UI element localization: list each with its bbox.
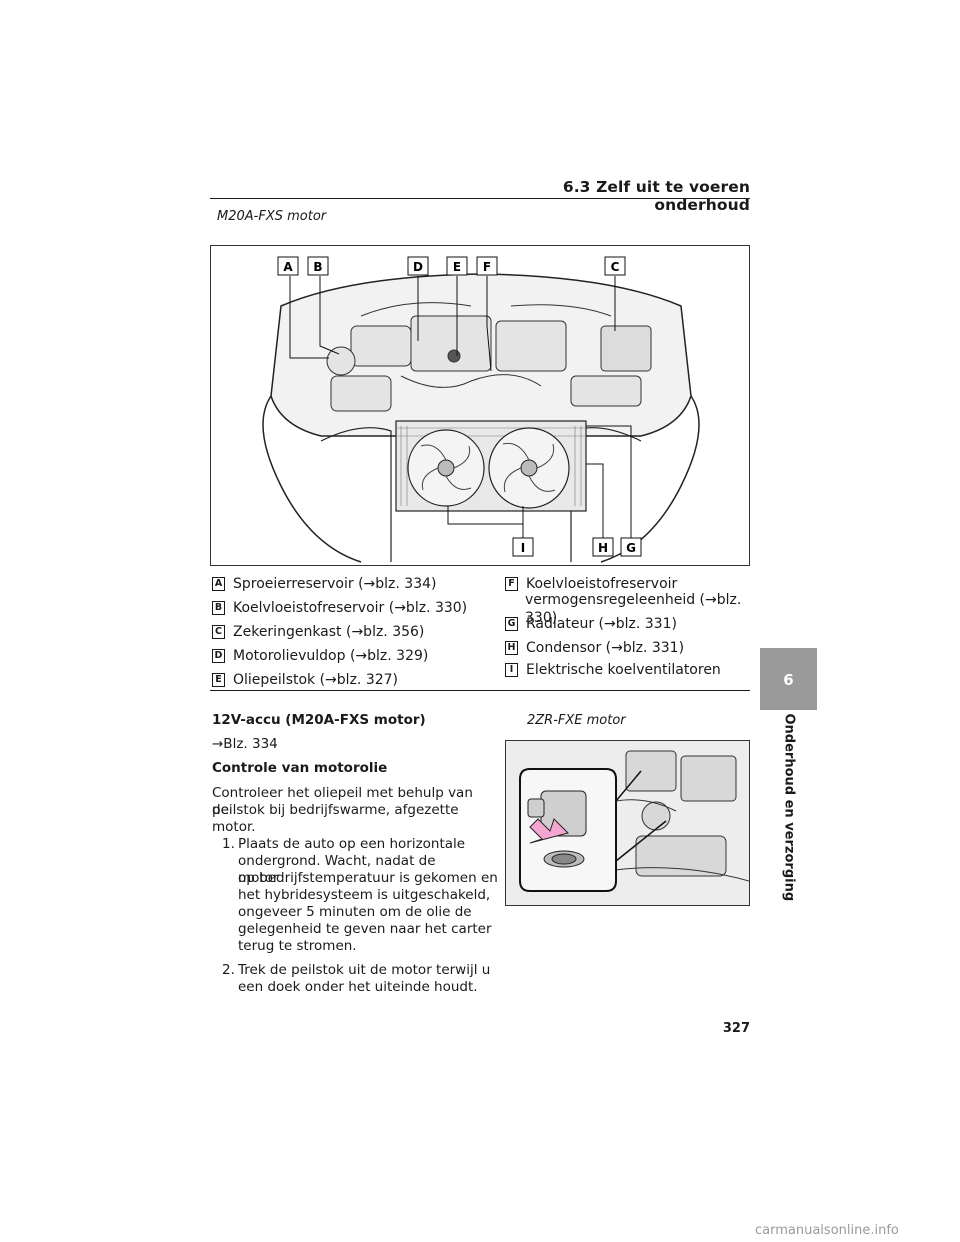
label-a: A bbox=[283, 260, 293, 274]
header-rule bbox=[210, 198, 750, 199]
label-d: D bbox=[413, 260, 423, 274]
label-f: F bbox=[483, 260, 491, 274]
engine-figure: A B D E F C I H G bbox=[210, 245, 750, 566]
legend-text: Radiateur (→blz. 331) bbox=[526, 616, 677, 632]
label-i: I bbox=[521, 541, 525, 555]
legend-badge: A bbox=[212, 577, 225, 591]
intro-line: Controleer het oliepeil met behulp van d… bbox=[212, 785, 473, 818]
chapter-title-vertical: Onderhoud en verzorging bbox=[779, 713, 799, 902]
intro-line: peilstok bij bedrijfswarme, afgezette bbox=[212, 802, 459, 818]
intro-line: motor. bbox=[212, 819, 256, 835]
step-line: op bedrijfstemperatuur is gekomen en bbox=[238, 870, 498, 886]
legend-text: Motorolievuldop (→blz. 329) bbox=[233, 648, 429, 664]
legend-item: G Radiateur (→blz. 331) bbox=[505, 615, 677, 633]
legend-item: D Motorolievuldop (→blz. 329) bbox=[212, 647, 428, 665]
section-header: 6.3 Zelf uit te voeren onderhoud bbox=[562, 178, 750, 214]
legend-item-continued: vermogensregeleenheid (→blz. 330) bbox=[525, 591, 755, 627]
label-h: H bbox=[598, 541, 608, 555]
legend-item: C Zekeringenkast (→blz. 356) bbox=[212, 623, 424, 641]
legend-item: B Koelvloeistofreservoir (→blz. 330) bbox=[212, 599, 467, 617]
step-line: ongeveer 5 minuten om de olie de bbox=[238, 904, 472, 920]
step-number: 2. bbox=[222, 962, 235, 978]
legend-text: Oliepeilstok (→blz. 327) bbox=[233, 672, 398, 688]
legend-badge: B bbox=[212, 601, 225, 615]
step-line: Trek de peilstok uit de motor terwijl u bbox=[238, 962, 491, 978]
legend-text: Elektrische koelventilatoren bbox=[526, 662, 721, 678]
legend-text: Koelvloeistofreservoir bbox=[526, 576, 678, 592]
label-b: B bbox=[313, 260, 322, 274]
legend-badge: G bbox=[505, 617, 518, 631]
figure-caption-small: 2ZR-FXE motor bbox=[527, 713, 626, 728]
legend-text: Zekeringenkast (→blz. 356) bbox=[233, 624, 425, 640]
dipstick-figure bbox=[505, 740, 750, 906]
label-e: E bbox=[453, 260, 461, 274]
legend-badge: E bbox=[212, 673, 225, 687]
legend-badge: H bbox=[505, 641, 518, 655]
legend-item: I Elektrische koelventilatoren bbox=[505, 661, 721, 679]
step-line: terug te stromen. bbox=[238, 938, 357, 954]
label-c: C bbox=[611, 260, 620, 274]
chapter-number: 6 bbox=[783, 671, 794, 689]
legend-text: vermogensregeleenheid (→blz. 330) bbox=[525, 592, 742, 626]
legend-text: Sproeierreservoir (→blz. 334) bbox=[233, 576, 437, 592]
legend-badge: C bbox=[212, 625, 225, 639]
legend-badge: I bbox=[505, 663, 518, 677]
legend-item: E Oliepeilstok (→blz. 327) bbox=[212, 671, 398, 689]
legend-text: Condensor (→blz. 331) bbox=[526, 640, 685, 656]
label-g: G bbox=[626, 541, 636, 555]
legend-item: H Condensor (→blz. 331) bbox=[505, 639, 684, 657]
legend-badge: D bbox=[212, 649, 225, 663]
step-line: ondergrond. Wacht, nadat de motor bbox=[238, 853, 436, 886]
step-line: het hybridesysteem is uitgeschakeld, bbox=[238, 887, 491, 903]
page-reference: →Blz. 334 bbox=[212, 736, 278, 752]
legend-item: F Koelvloeistofreservoir bbox=[505, 575, 677, 593]
heading-12v-accu: 12V-accu (M20A-FXS motor) bbox=[212, 712, 426, 728]
legend-text: Koelvloeistofreservoir (→blz. 330) bbox=[233, 600, 468, 616]
page-number: 327 bbox=[722, 1021, 750, 1036]
watermark: carmanualsonline.info bbox=[755, 1223, 899, 1238]
step-line: Plaats de auto op een horizontale bbox=[238, 836, 466, 852]
step-2: 2. Trek de peilstok uit de motor terwijl… bbox=[212, 962, 490, 1002]
figure-caption-top: M20A-FXS motor bbox=[217, 209, 327, 224]
step-1: 1. Plaats de auto op een horizontale ond… bbox=[212, 836, 498, 961]
legend-badge: F bbox=[505, 577, 518, 591]
chapter-tab[interactable] bbox=[760, 648, 817, 710]
chapter-title: Onderhoud en verzorging bbox=[781, 713, 797, 902]
legend-item: A Sproeierreservoir (→blz. 334) bbox=[212, 575, 437, 593]
heading-motorolie: Controle van motorolie bbox=[212, 760, 388, 776]
step-line: gelegenheid te geven naar het carter bbox=[238, 921, 492, 937]
step-line: een doek onder het uiteinde houdt. bbox=[238, 979, 478, 995]
step-number: 1. bbox=[222, 836, 235, 852]
mid-rule bbox=[210, 690, 750, 691]
